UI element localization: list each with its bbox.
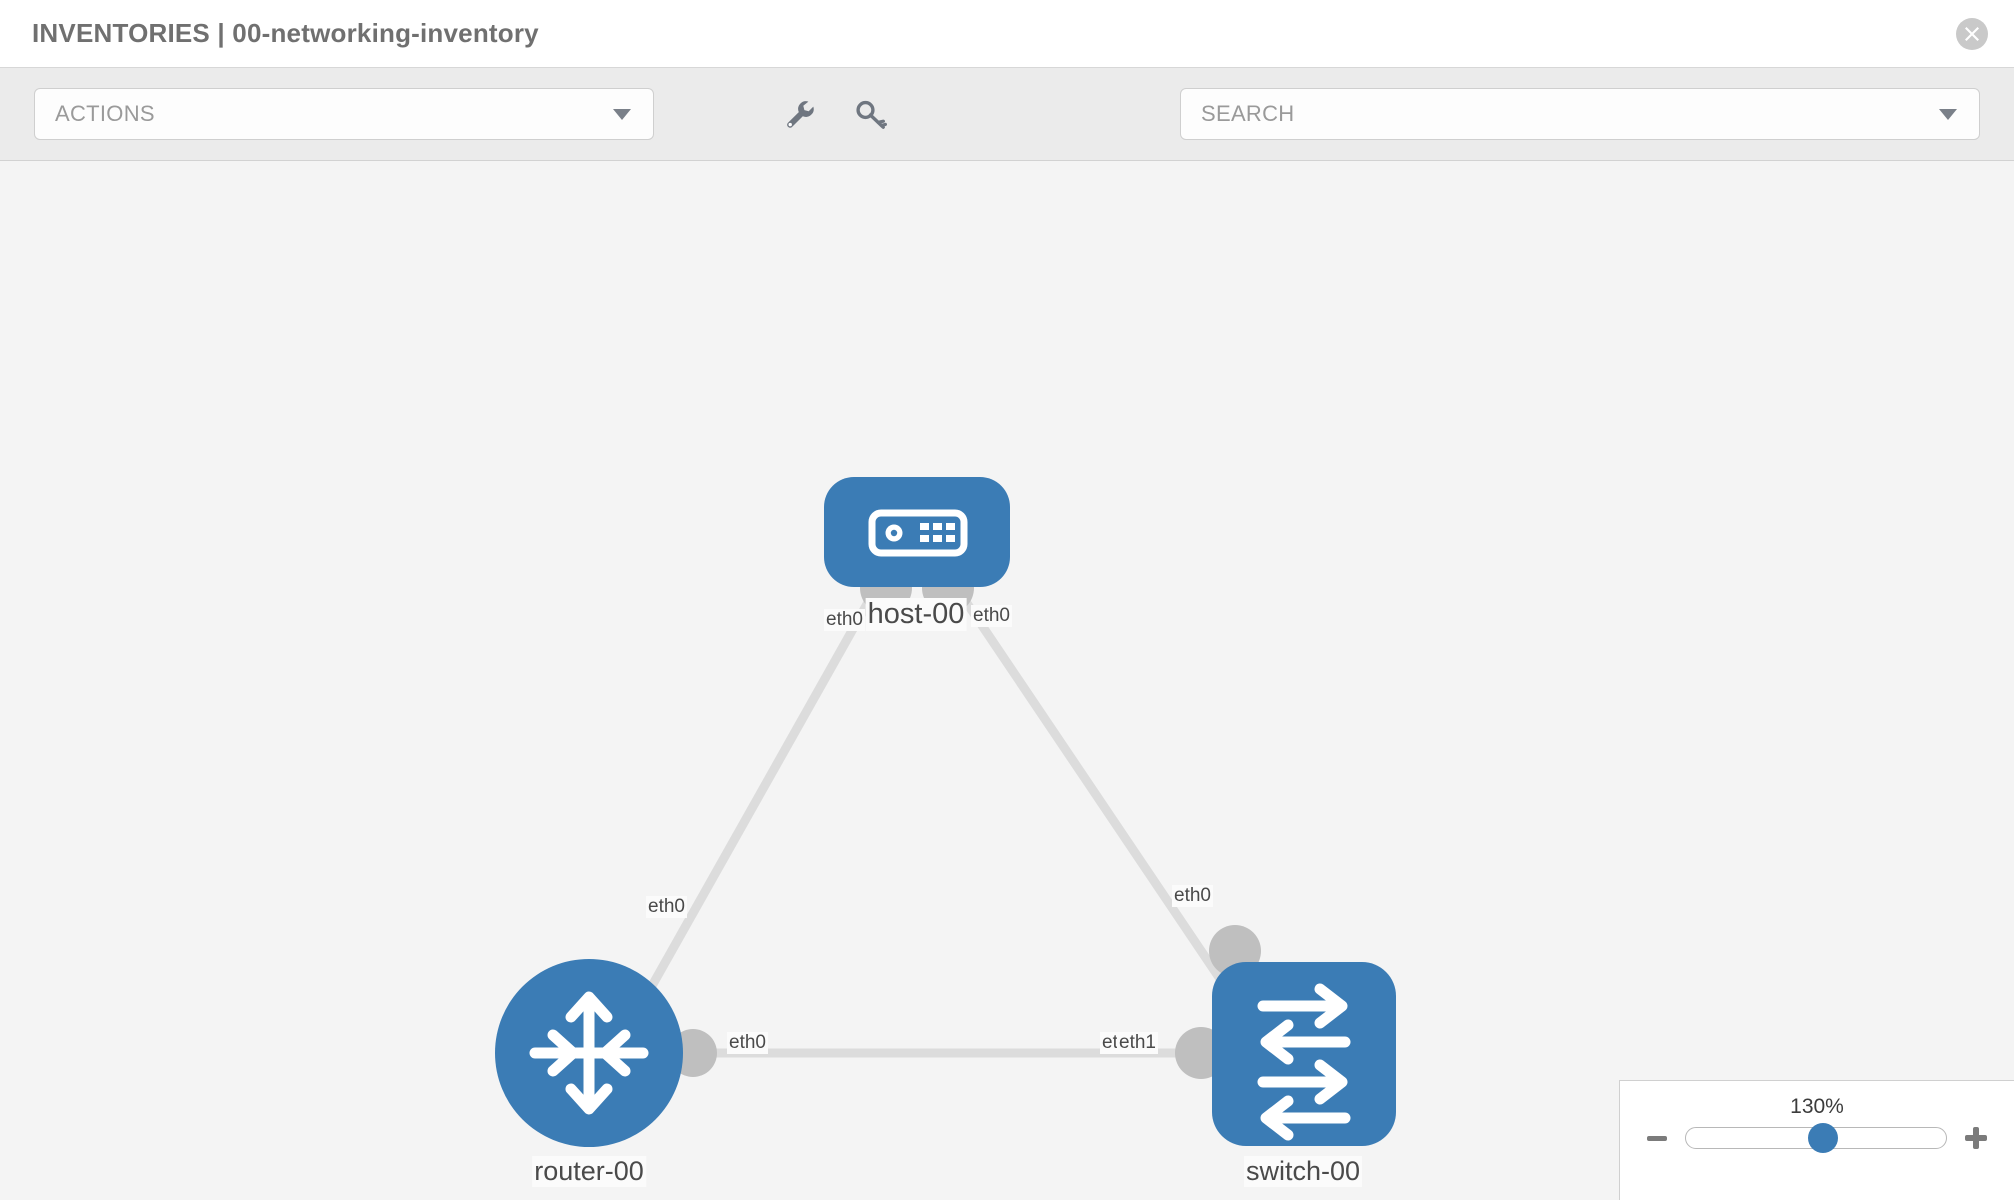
zoom-control-panel: 130% [1619, 1080, 2014, 1200]
zoom-slider-handle[interactable] [1808, 1123, 1838, 1153]
search-dropdown[interactable]: SEARCH [1180, 88, 1980, 140]
topology-links [631, 578, 1249, 1058]
toolbar-icon-group [782, 97, 888, 131]
close-icon [1965, 26, 1979, 41]
page-header: INVENTORIES | 00-networking-inventory [0, 0, 2014, 68]
chevron-down-icon [613, 108, 631, 120]
link-host00-switch00[interactable] [948, 578, 1249, 1019]
topology-connectors [669, 562, 1261, 1079]
iface-label-router00-eth0: eth0 [727, 1032, 768, 1054]
plus-icon[interactable] [1965, 1127, 1987, 1149]
iface-label-router00-uplink: eth0 [646, 896, 687, 918]
node-switch-00[interactable] [1212, 962, 1396, 1146]
topology-canvas[interactable]: host-00 router-00 switch-00 eth0 eth0 et… [0, 161, 2014, 1200]
chevron-down-icon[interactable] [1939, 108, 1957, 120]
node-label-router-00: router-00 [532, 1156, 646, 1187]
zoom-level-label: 130% [1790, 1095, 1844, 1118]
actions-dropdown[interactable]: ACTIONS [34, 88, 654, 140]
server-icon [868, 509, 968, 557]
actions-dropdown-label: ACTIONS [55, 101, 155, 126]
node-router-00[interactable] [495, 959, 683, 1147]
close-button[interactable] [1956, 17, 1988, 50]
toolbar: ACTIONS SEARCH [0, 68, 2014, 161]
page-title: INVENTORIES | 00-networking-inventory [32, 18, 539, 48]
link-host00-router00[interactable] [631, 578, 884, 1019]
minus-icon[interactable] [1647, 1135, 1667, 1141]
node-label-switch-00: switch-00 [1243, 1156, 1363, 1187]
search-input[interactable]: SEARCH [1201, 101, 1295, 126]
iface-label-switch00-eth1: eth1 [1117, 1032, 1158, 1054]
iface-label-host00-right: eth0 [971, 605, 1012, 627]
switch-arrows-icon [1257, 983, 1351, 1141]
zoom-control-row [1647, 1123, 1987, 1153]
router-arrows-icon [529, 991, 649, 1115]
key-icon[interactable] [854, 97, 888, 131]
wrench-icon[interactable] [782, 97, 816, 131]
topology-graph [495, 477, 1396, 1147]
zoom-slider[interactable] [1685, 1123, 1947, 1153]
iface-label-host00-left: eth0 [824, 609, 865, 631]
iface-label-switch00-uplink: eth0 [1172, 885, 1213, 907]
node-label-host-00: host-00 [865, 598, 967, 631]
node-host-00[interactable] [824, 477, 1010, 587]
